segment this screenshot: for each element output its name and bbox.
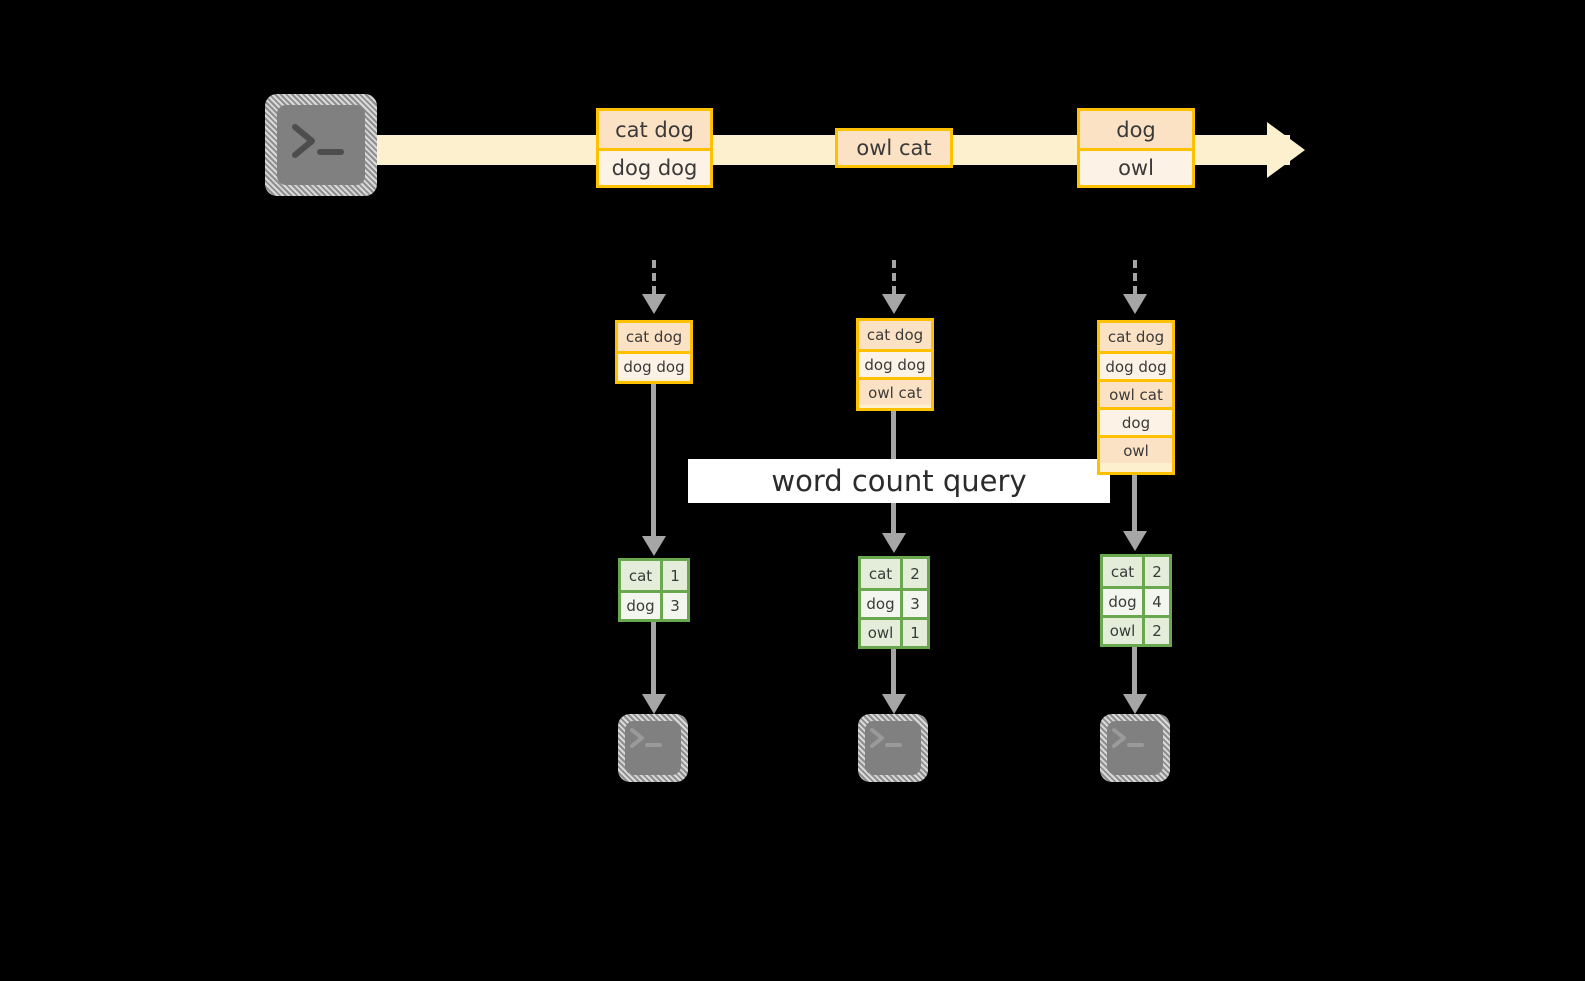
- snapshot-3-input-line-2: dog dog: [1100, 351, 1172, 379]
- snapshot-2-input-line-1: cat dog: [859, 321, 931, 349]
- snapshot-3-result-word-3: owl: [1103, 618, 1145, 644]
- snapshot-1-input-line-1: cat dog: [618, 323, 690, 351]
- snapshot-3-sink-arrow-shaft: [1132, 647, 1137, 694]
- table-row: cat 2: [1103, 557, 1169, 586]
- snapshot-3-sink-arrow-head: [1123, 694, 1147, 714]
- table-row: owl 1: [861, 617, 927, 646]
- snapshot-2-result-word-1: cat: [861, 559, 903, 588]
- terminal-prompt-glyph: [630, 728, 662, 748]
- snapshot-1-input-line-2: dog dog: [618, 351, 690, 379]
- table-row: cat 2: [861, 559, 927, 588]
- snapshot-3-dashed-arrow-head: [1123, 294, 1147, 314]
- snapshot-2-result-count-1: 2: [910, 564, 920, 583]
- table-row: owl 2: [1103, 615, 1169, 644]
- stream-event-1-line-1: cat dog: [599, 111, 710, 148]
- snapshot-2-input-line-3: owl cat: [859, 377, 931, 405]
- stream-event-3-line-2: owl: [1080, 148, 1192, 185]
- terminal-prompt-glyph: [1112, 728, 1144, 748]
- stream-timeline-arrowhead: [1267, 122, 1305, 178]
- snapshot-3-input-line-4: dog: [1100, 407, 1172, 435]
- snapshot-2-query-arrow-head: [882, 533, 906, 553]
- snapshot-2-sink-terminal-icon[interactable]: [858, 714, 928, 782]
- terminal-prompt-glyph: [870, 728, 902, 748]
- snapshot-3-result-table[interactable]: cat 2 dog 4 owl 2: [1100, 554, 1172, 647]
- terminal-prompt-glyph: [292, 124, 344, 158]
- snapshot-1-dashed-arrow-head: [642, 294, 666, 314]
- stream-event-2-line-1: owl cat: [838, 131, 950, 165]
- page-title: word count query: [771, 464, 1027, 498]
- table-row: dog 3: [621, 590, 687, 619]
- snapshot-3-query-arrow-shaft: [1132, 475, 1137, 531]
- stream-event-1-line-2: dog dog: [599, 148, 710, 185]
- table-row: dog 3: [861, 588, 927, 617]
- snapshot-1-result-count-2: 3: [670, 597, 680, 615]
- snapshot-3-result-count-3: 2: [1152, 622, 1162, 640]
- snapshot-1-query-arrow-shaft: [651, 384, 656, 536]
- snapshot-3-input-line-1: cat dog: [1100, 323, 1172, 351]
- snapshot-2-result-count-3: 1: [910, 624, 920, 642]
- stream-event-2[interactable]: owl cat: [835, 128, 953, 168]
- source-terminal-icon[interactable]: [265, 94, 377, 196]
- snapshot-2-result-count-2: 3: [910, 595, 920, 613]
- snapshot-3-sink-terminal-icon[interactable]: [1100, 714, 1170, 782]
- stream-event-1[interactable]: cat dog dog dog: [596, 108, 713, 188]
- snapshot-1-dashed-arrow-shaft: [652, 260, 656, 294]
- snapshot-1-result-word-2: dog: [621, 593, 663, 619]
- snapshot-2-result-table[interactable]: cat 2 dog 3 owl 1: [858, 556, 930, 649]
- stream-event-3[interactable]: dog owl: [1077, 108, 1195, 188]
- snapshot-3-result-count-2: 4: [1152, 593, 1162, 611]
- snapshot-2-dashed-arrow-head: [882, 294, 906, 314]
- snapshot-1-sink-terminal-icon[interactable]: [618, 714, 688, 782]
- snapshot-2-dashed-arrow-shaft: [892, 260, 896, 294]
- snapshot-1-sink-arrow-head: [642, 694, 666, 714]
- stream-event-3-line-1: dog: [1080, 111, 1192, 148]
- snapshot-1-query-arrow-head: [642, 536, 666, 556]
- snapshot-1-result-count-1: 1: [670, 566, 680, 585]
- table-row: dog 4: [1103, 586, 1169, 615]
- snapshot-1-sink-arrow-shaft: [651, 622, 656, 694]
- snapshot-1-input-box[interactable]: cat dog dog dog: [615, 320, 693, 384]
- snapshot-2-input-line-2: dog dog: [859, 349, 931, 377]
- snapshot-3-input-box[interactable]: cat dog dog dog owl cat dog owl: [1097, 320, 1175, 475]
- table-row: cat 1: [621, 561, 687, 590]
- snapshot-3-input-line-5: owl: [1100, 435, 1172, 463]
- terminal-face: [277, 105, 365, 185]
- snapshot-3-input-line-3: owl cat: [1100, 379, 1172, 407]
- snapshot-3-result-word-2: dog: [1103, 589, 1145, 615]
- snapshot-1-result-word-1: cat: [621, 561, 663, 590]
- snapshot-2-input-box[interactable]: cat dog dog dog owl cat: [856, 318, 934, 411]
- query-label-band: word count query: [688, 459, 1110, 503]
- snapshot-2-sink-arrow-head: [882, 694, 906, 714]
- snapshot-2-sink-arrow-shaft: [891, 649, 896, 694]
- snapshot-3-dashed-arrow-shaft: [1133, 260, 1137, 294]
- snapshot-2-result-word-2: dog: [861, 591, 903, 617]
- snapshot-3-result-count-1: 2: [1152, 562, 1162, 581]
- snapshot-1-result-table[interactable]: cat 1 dog 3: [618, 558, 690, 622]
- snapshot-3-query-arrow-head: [1123, 531, 1147, 551]
- snapshot-2-result-word-3: owl: [861, 620, 903, 646]
- snapshot-3-result-word-1: cat: [1103, 557, 1145, 586]
